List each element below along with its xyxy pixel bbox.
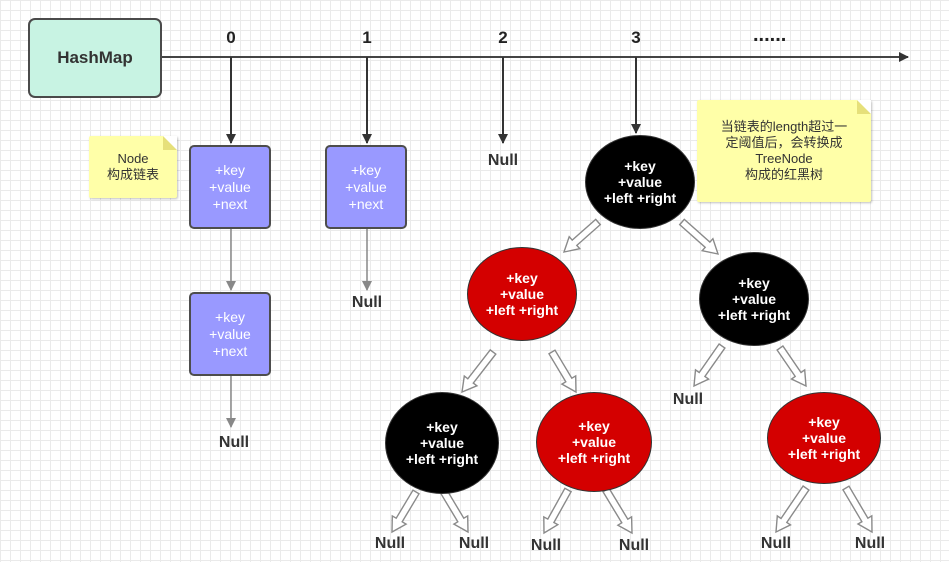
list-node: +key +value +next <box>189 292 271 376</box>
null-label: Null <box>854 535 886 552</box>
list-node: +key +value +next <box>189 145 271 229</box>
tree-child-arrow <box>562 218 602 253</box>
null-label: Null <box>487 152 519 169</box>
tree-child-arrow <box>842 485 873 534</box>
null-label: Null <box>618 537 650 554</box>
node-field-next: +next <box>212 195 248 212</box>
tree-field-value: +value <box>802 430 846 446</box>
tree-field-left-right: +left +right <box>787 446 861 462</box>
tree-node-red: +key +value +left +right <box>536 392 652 492</box>
bucket-index-2: 2 <box>498 28 508 47</box>
tree-field-left-right: +left +right <box>717 307 791 323</box>
tree-child-arrow <box>678 218 720 255</box>
tree-field-key: +key <box>506 270 538 286</box>
note-tree: 当链表的length超过一 定阈值后，会转换成 TreeNode 构成的红黑树 <box>697 100 871 202</box>
node-field-key: +key <box>351 161 381 178</box>
note-node-line: 构成链表 <box>106 167 159 182</box>
list-node: +key +value +next <box>325 145 407 229</box>
tree-field-value: +value <box>572 434 616 450</box>
node-field-key: +key <box>215 308 245 325</box>
tree-child-arrow <box>775 485 810 534</box>
tree-child-arrow <box>440 489 469 534</box>
tree-child-arrow <box>776 345 807 388</box>
note-tree-line: 构成的红黑树 <box>744 167 823 182</box>
bucket-index-1: 1 <box>362 28 372 47</box>
tree-child-arrow <box>461 348 497 394</box>
null-label: Null <box>760 535 792 552</box>
tree-node-black: +key +value +left +right <box>385 392 499 494</box>
tree-child-arrow <box>543 487 573 535</box>
tree-node-black: +key +value +left +right <box>699 252 809 346</box>
note-tree-line: 当链表的length超过一 <box>720 119 848 134</box>
tree-field-key: +key <box>808 414 840 430</box>
note-node: Node 构成链表 <box>89 136 177 198</box>
tree-node-red: +key +value +left +right <box>767 392 881 484</box>
null-label: Null <box>530 537 562 554</box>
tree-child-arrow <box>693 343 726 388</box>
node-field-next: +next <box>212 342 248 359</box>
bucket-index-3: 3 <box>631 28 641 47</box>
hashmap-box: HashMap <box>28 18 162 98</box>
tree-field-left-right: +left +right <box>485 302 559 318</box>
tree-node-black: +key +value +left +right <box>585 135 695 229</box>
null-label: Null <box>351 294 383 311</box>
note-tree-line: 定阈值后，会转换成 <box>725 135 843 150</box>
tree-field-left-right: +left +right <box>603 190 677 206</box>
tree-field-key: +key <box>426 419 458 435</box>
null-label: Null <box>374 535 406 552</box>
note-node-line: Node <box>117 151 149 166</box>
null-label: Null <box>672 391 704 408</box>
null-label: Null <box>458 535 490 552</box>
tree-child-arrow <box>602 487 633 535</box>
tree-child-arrow <box>391 489 420 534</box>
bucket-index-0: 0 <box>226 28 236 47</box>
tree-field-key: +key <box>578 418 610 434</box>
note-tree-line: TreeNode <box>755 151 813 166</box>
node-field-value: +value <box>209 325 251 342</box>
tree-field-value: +value <box>732 291 776 307</box>
tree-child-arrow <box>548 349 577 394</box>
node-field-key: +key <box>215 161 245 178</box>
tree-field-key: +key <box>738 275 770 291</box>
tree-field-left-right: +left +right <box>557 450 631 466</box>
null-label: Null <box>218 434 250 451</box>
node-field-next: +next <box>348 195 384 212</box>
tree-field-value: +value <box>420 435 464 451</box>
tree-field-value: +value <box>618 174 662 190</box>
node-field-value: +value <box>209 178 251 195</box>
node-field-value: +value <box>345 178 387 195</box>
bucket-ellipsis: ...... <box>753 24 787 46</box>
tree-field-left-right: +left +right <box>405 451 479 467</box>
tree-node-red: +key +value +left +right <box>467 247 577 341</box>
tree-field-value: +value <box>500 286 544 302</box>
tree-field-key: +key <box>624 158 656 174</box>
